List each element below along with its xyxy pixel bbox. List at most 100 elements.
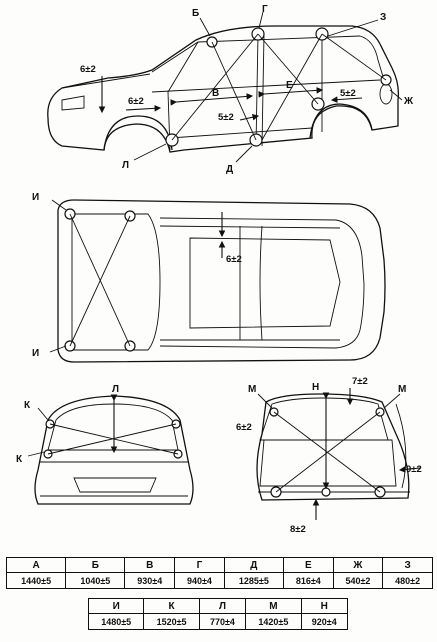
- side-tol-4: 5±2: [340, 88, 356, 99]
- table-1-value-d: 1285±5: [223, 572, 284, 589]
- side-rear-wheel-arch: [309, 103, 373, 139]
- rear-point-center: [321, 487, 331, 497]
- side-diagonal-4: [321, 33, 387, 81]
- table-2-value-k: 1520±5: [143, 613, 200, 630]
- front-view: К Л К: [16, 384, 194, 505]
- rear-tol-2: 6±2: [236, 422, 252, 433]
- table-1-header-b: Б: [65, 557, 126, 573]
- side-window-bottom: [151, 79, 381, 93]
- table-1-value-v: 930±4: [124, 572, 176, 589]
- front-label-k-top: К: [24, 400, 31, 411]
- roof-rail-top: [159, 225, 341, 229]
- rear-spare: [395, 403, 407, 489]
- side-leader-l: [133, 143, 167, 161]
- front-label-k-bottom: К: [16, 454, 23, 465]
- front-leader-k-top: [37, 407, 49, 421]
- roof-leader-i-top: [51, 199, 67, 211]
- roof-tol-1: 6±2: [226, 254, 242, 265]
- side-diagonal-2: [171, 33, 259, 141]
- table-1-header-e: Е: [282, 557, 334, 573]
- side-dim-v: [170, 93, 254, 106]
- roof-diagonal-2: [69, 215, 131, 347]
- rear-tol-right: [398, 466, 421, 473]
- table-1-value-e: 816±4: [282, 572, 334, 589]
- side-label-l: Л: [122, 160, 129, 171]
- rear-outline: [256, 393, 410, 501]
- side-b-pillar: [255, 33, 259, 147]
- table-2-header-i: И: [87, 598, 145, 614]
- table-2-header-k: К: [143, 598, 200, 614]
- front-label-l: Л: [112, 384, 119, 395]
- table-1-header-row: А Б В Г Д Е Ж З: [5, 557, 433, 573]
- side-label-d: Д: [226, 164, 233, 175]
- table-1-header-v: В: [124, 557, 176, 573]
- rear-label-n: Н: [312, 382, 319, 393]
- side-tol-front-h: [125, 105, 162, 112]
- dimensions-table-2: И К Л М Н 1480±5 1520±5 770±4 1420±5 920…: [87, 598, 349, 630]
- dimensions-table-1: А Б В Г Д Е Ж З 1440±5 1040±5 930±4 940±…: [5, 557, 433, 589]
- side-body-outline: [47, 25, 400, 153]
- side-label-z: З: [380, 12, 386, 23]
- table-2-header-row: И К Л М Н: [87, 598, 349, 614]
- table-1-value-zh: 540±2: [332, 572, 384, 589]
- roof-glass-outline: [71, 213, 161, 351]
- table-1-value-b: 1040±5: [65, 572, 126, 589]
- table-1-header-d: Д: [223, 557, 284, 573]
- table-1-header-a: А: [5, 557, 67, 573]
- front-outline: [34, 395, 194, 505]
- side-tol-2: 6±2: [128, 96, 144, 107]
- table-1-header-g: Г: [174, 557, 225, 573]
- side-b-pillar-2: [261, 33, 265, 147]
- front-windshield: [47, 403, 179, 451]
- table-2-header-l: Л: [198, 598, 247, 614]
- side-dim-e: [258, 87, 324, 98]
- table-2-header-n: Н: [300, 598, 349, 614]
- side-tol-3: 5±2: [218, 112, 234, 123]
- front-grille: [73, 477, 157, 493]
- side-diagonal-5: [261, 33, 323, 141]
- side-rocker: [169, 127, 313, 139]
- rear-leader-m-right: [383, 393, 401, 409]
- side-leader-z: [327, 19, 379, 37]
- roof-label-i-top: И: [32, 192, 39, 203]
- rear-view: М Н М 7±2 6±2 9±2 8±2: [236, 376, 422, 535]
- side-label-b: Б: [192, 8, 199, 19]
- side-rear-light: [379, 83, 393, 105]
- table-1-header-zh: Ж: [332, 557, 384, 573]
- side-view: Б Г З Ж Л Д В Е 6±2 6±2 5±2 5±2: [47, 4, 414, 175]
- side-tol-mid: [239, 113, 260, 121]
- table-2-value-m: 1420±5: [245, 613, 302, 630]
- table-1-value-a: 1440±5: [5, 572, 67, 589]
- rear-label-m-right: М: [398, 384, 406, 395]
- side-leader-zh: [389, 89, 403, 101]
- side-belt-line: [151, 35, 385, 81]
- roof-view: И И 6±2: [32, 192, 386, 363]
- table-2-header-m: М: [245, 598, 302, 614]
- side-leader-g: [258, 11, 264, 29]
- rear-glass: [259, 397, 389, 441]
- table-2-value-l: 770±4: [198, 613, 247, 630]
- rear-label-m-left: М: [248, 384, 256, 395]
- side-front-wheel-arch: [103, 115, 173, 151]
- table-2-value-row: 1480±5 1520±5 770±4 1420±5 920±4: [87, 613, 349, 630]
- rear-tol-3: 9±2: [406, 464, 422, 475]
- side-a-pillar: [167, 41, 199, 151]
- side-label-e: Е: [286, 80, 293, 91]
- roof-leader-i-bottom: [49, 345, 67, 353]
- table-1-value-z: 480±2: [382, 572, 433, 589]
- roof-rear-line: [259, 225, 263, 341]
- side-label-g: Г: [262, 4, 268, 15]
- side-tol-rear: [330, 96, 363, 103]
- side-diagonal-1: [211, 41, 257, 141]
- side-leader-d: [235, 145, 253, 163]
- side-label-zh: Ж: [403, 96, 414, 107]
- side-leader-b: [199, 17, 211, 37]
- roof-label-i-bottom: И: [32, 348, 39, 359]
- side-hood-line: [61, 73, 151, 89]
- rear-leader-m-left: [257, 393, 273, 409]
- side-label-v: В: [212, 88, 219, 99]
- table-2-value-n: 920±4: [300, 613, 349, 630]
- table-1-value-row: 1440±5 1040±5 930±4 940±4 1285±5 816±4 5…: [5, 572, 433, 589]
